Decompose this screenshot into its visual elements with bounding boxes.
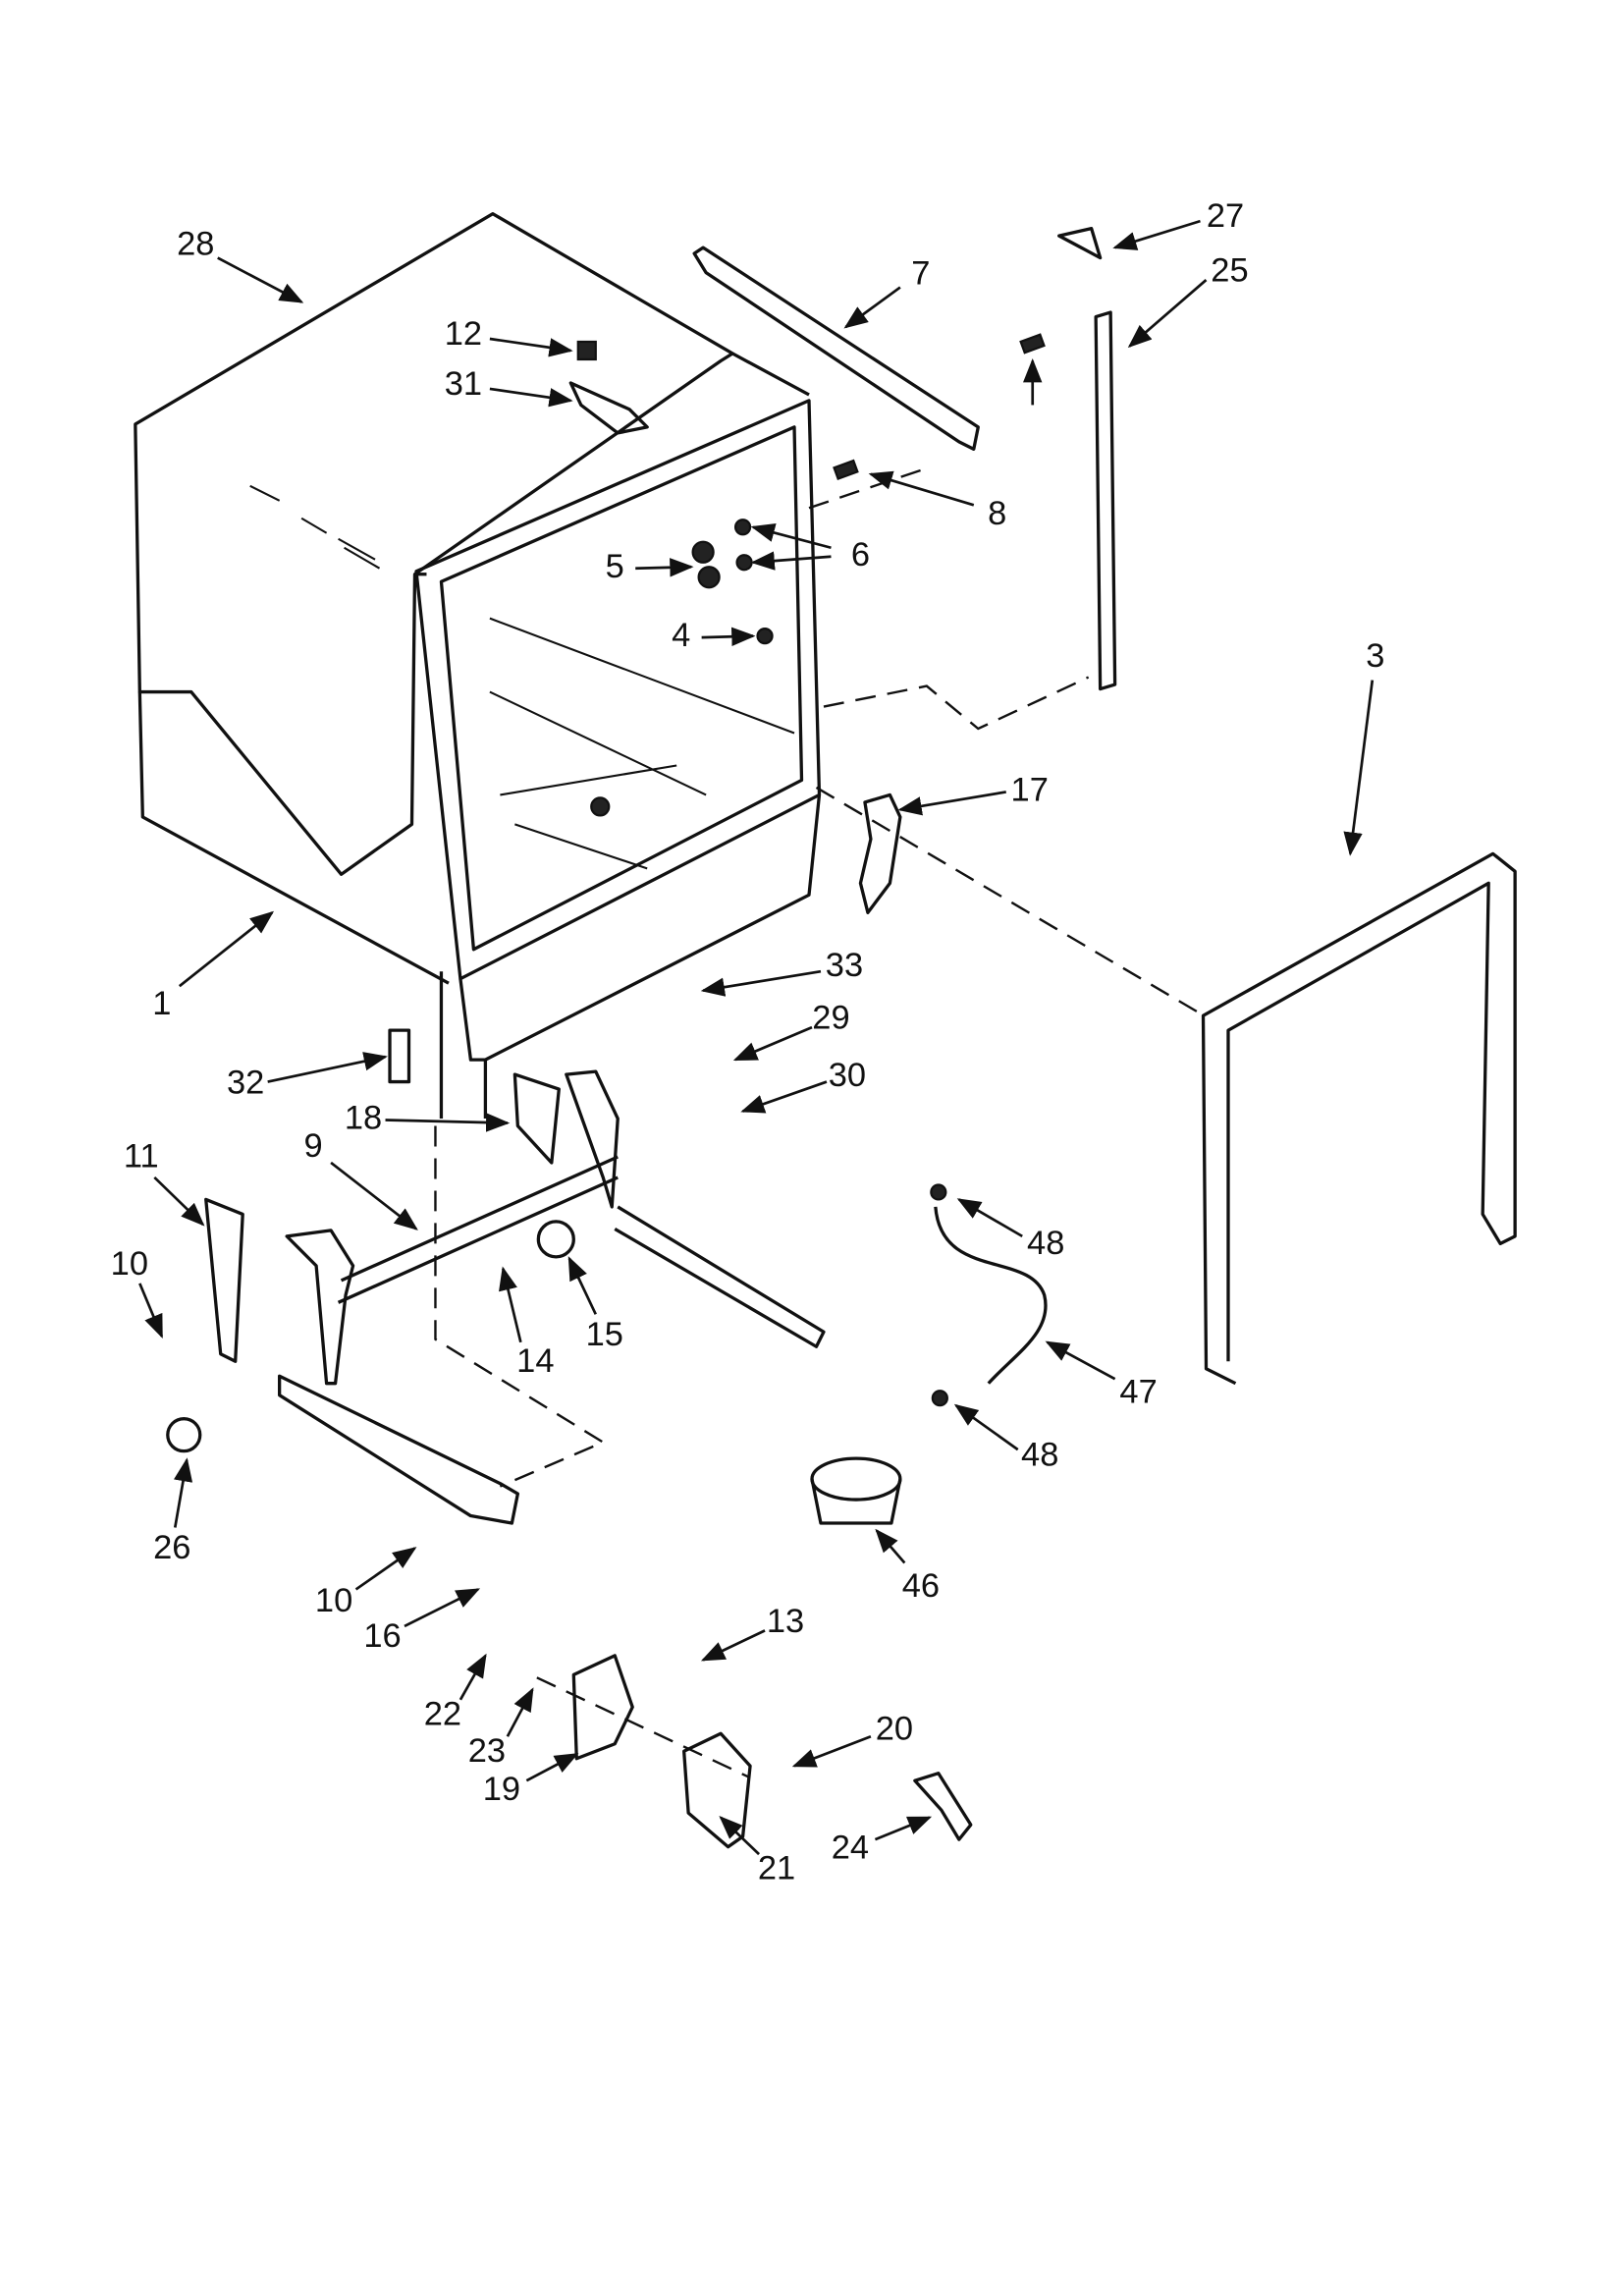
door-frame <box>414 399 822 1120</box>
label-24: 24 <box>832 1830 869 1867</box>
label-21: 21 <box>758 1850 795 1887</box>
label-32: 32 <box>227 1065 264 1102</box>
hose-47 <box>934 1206 1048 1385</box>
label-14: 14 <box>516 1342 554 1380</box>
label-33: 33 <box>826 947 863 984</box>
door-seal-3 <box>1201 851 1517 1386</box>
label-46: 46 <box>902 1567 940 1605</box>
label-3: 3 <box>1366 637 1384 675</box>
label-48: 48 <box>1027 1225 1064 1262</box>
bracket-19 <box>571 1654 634 1761</box>
pump-46 <box>810 1456 902 1502</box>
label-10: 10 <box>111 1245 148 1283</box>
label-25: 25 <box>1211 252 1248 290</box>
label-12: 12 <box>445 315 482 353</box>
label-22: 22 <box>424 1695 461 1732</box>
label-19: 19 <box>483 1771 520 1808</box>
label-15: 15 <box>586 1316 623 1353</box>
label-6: 6 <box>851 536 870 574</box>
label-8: 8 <box>988 495 1006 532</box>
label-30: 30 <box>829 1057 866 1094</box>
part-labels: 28 12 31 7 27 25 8 6 5 4 3 17 1 33 29 30… <box>111 197 1385 1886</box>
fasteners-top <box>568 333 1046 645</box>
label-20: 20 <box>876 1710 913 1747</box>
label-4: 4 <box>672 617 690 654</box>
label-29: 29 <box>812 1000 849 1037</box>
tub-cabinet <box>134 212 1090 985</box>
strip-32 <box>388 1028 411 1084</box>
strip-25 <box>1094 310 1117 691</box>
base-assembly <box>204 1069 826 1525</box>
label-18: 18 <box>345 1100 382 1137</box>
label-48: 48 <box>1021 1437 1058 1474</box>
label-26: 26 <box>153 1529 190 1566</box>
label-5: 5 <box>606 548 624 585</box>
leader-arrows <box>138 219 1375 1856</box>
label-28: 28 <box>177 226 214 263</box>
clip-24 <box>913 1772 973 1841</box>
label-9: 9 <box>304 1127 323 1165</box>
label-23: 23 <box>468 1732 506 1770</box>
label-11: 11 <box>124 1138 159 1175</box>
label-7: 7 <box>911 255 930 293</box>
label-10: 10 <box>315 1582 352 1619</box>
cap-27 <box>1057 226 1103 260</box>
label-47: 47 <box>1119 1373 1157 1410</box>
label-17: 17 <box>1011 772 1049 809</box>
label-27: 27 <box>1207 197 1244 235</box>
label-13: 13 <box>767 1603 804 1640</box>
bracket-17 <box>858 793 902 914</box>
rail-7 <box>692 246 980 452</box>
label-31: 31 <box>445 365 482 403</box>
label-16: 16 <box>363 1617 401 1655</box>
label-1: 1 <box>152 985 171 1022</box>
